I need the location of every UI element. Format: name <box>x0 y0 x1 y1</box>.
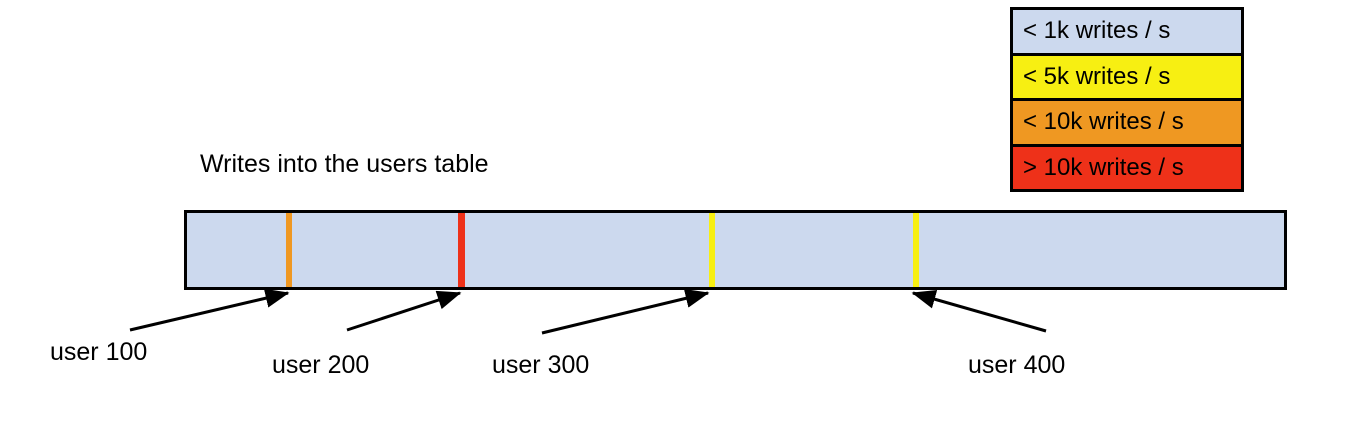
arrow-user-300 <box>541 288 710 335</box>
arrow-user-200 <box>346 290 462 332</box>
arrow-user-400 <box>911 289 1047 333</box>
users-table-bar <box>184 210 1287 290</box>
legend-row-0: < 1k writes / s <box>1013 10 1241 56</box>
label-user-200: user 200 <box>272 351 370 379</box>
legend-row-3: > 10k writes / s <box>1013 146 1241 189</box>
stripe-user-300 <box>709 213 715 287</box>
legend-row-1: < 5k writes / s <box>1013 55 1241 101</box>
label-user-100: user 100 <box>50 338 148 366</box>
label-user-300: user 300 <box>492 351 590 379</box>
legend-label-0: < 1k writes / s <box>1023 17 1171 45</box>
label-user-400: user 400 <box>968 351 1066 379</box>
legend: < 1k writes / s < 5k writes / s < 10k wr… <box>1010 7 1244 192</box>
legend-label-1: < 5k writes / s <box>1023 62 1171 90</box>
stripe-user-400 <box>913 213 919 287</box>
legend-row-2: < 10k writes / s <box>1013 101 1241 147</box>
arrow-user-100 <box>129 288 290 332</box>
stripe-user-200 <box>458 213 465 287</box>
legend-label-3: > 10k writes / s <box>1023 153 1184 181</box>
stripe-user-100 <box>286 213 292 287</box>
legend-label-2: < 10k writes / s <box>1023 108 1184 136</box>
chart-title: Writes into the users table <box>200 150 489 178</box>
